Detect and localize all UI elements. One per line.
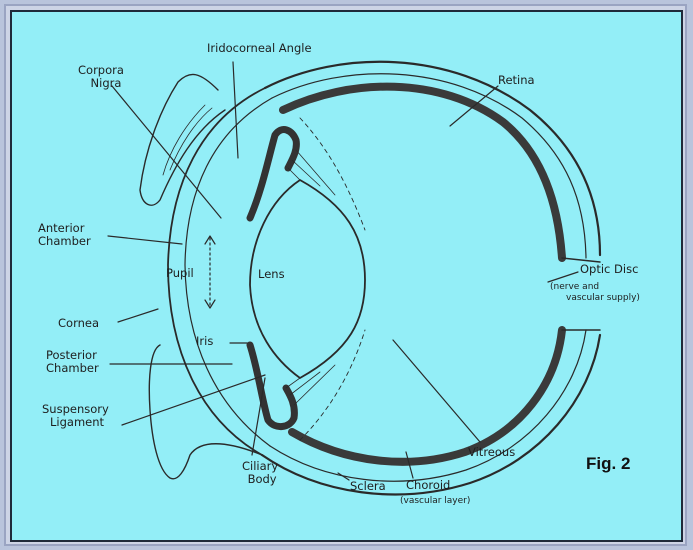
hyaloid-upper [300, 118, 365, 230]
choroid-label: Choroid [406, 479, 450, 492]
optic-disc-label: Optic Disc [580, 263, 638, 276]
ciliary-body-label: Ciliary Body [242, 460, 278, 486]
leader-anterior [108, 236, 182, 244]
vitreous-label: Vitreous [468, 446, 515, 459]
iris-label: Iris [196, 335, 213, 348]
sclera-outer [262, 62, 600, 495]
leader-vitreous [393, 340, 480, 442]
choroid-band [283, 87, 562, 462]
leader-iridocorneal [233, 62, 238, 158]
optic-disc-sublabel-2: vascular supply) [566, 293, 640, 303]
posterior-chamber-label-line2: Chamber [46, 362, 99, 375]
hyaloid-lower [300, 330, 365, 440]
suspensory-ligament-label-line2: Ligament [42, 416, 109, 429]
suspensory-ligament-label: Suspensory Ligament [42, 403, 109, 429]
cornea-label: Cornea [58, 317, 99, 330]
leader-optic [548, 272, 578, 282]
retina-label: Retina [498, 74, 535, 87]
pupil-label: Pupil [166, 267, 194, 280]
posterior-chamber-label: Posterior Chamber [46, 349, 99, 375]
upper-eyelid [140, 74, 225, 205]
ciliary-body-label-line2: Body [242, 473, 278, 486]
corpora-nigra-label: Corpora Nigra [78, 64, 124, 90]
iris-lower [250, 345, 294, 427]
leader-cornea [118, 309, 158, 322]
iridocorneal-angle-label: Iridocorneal Angle [207, 42, 312, 55]
sclera-label: Sclera [350, 480, 386, 493]
leader-retina [450, 86, 498, 126]
lens-label: Lens [258, 268, 285, 281]
anterior-chamber-label-line2: Chamber [38, 235, 91, 248]
optic-disc-sublabel-1: (nerve and [550, 282, 599, 292]
anterior-chamber-label: Anterior Chamber [38, 222, 91, 248]
figure-caption: Fig. 2 [586, 454, 630, 474]
choroid-sublabel: (vascular layer) [400, 496, 470, 506]
iris-upper [250, 130, 296, 218]
corpora-nigra-label-line2: Nigra [78, 77, 124, 90]
